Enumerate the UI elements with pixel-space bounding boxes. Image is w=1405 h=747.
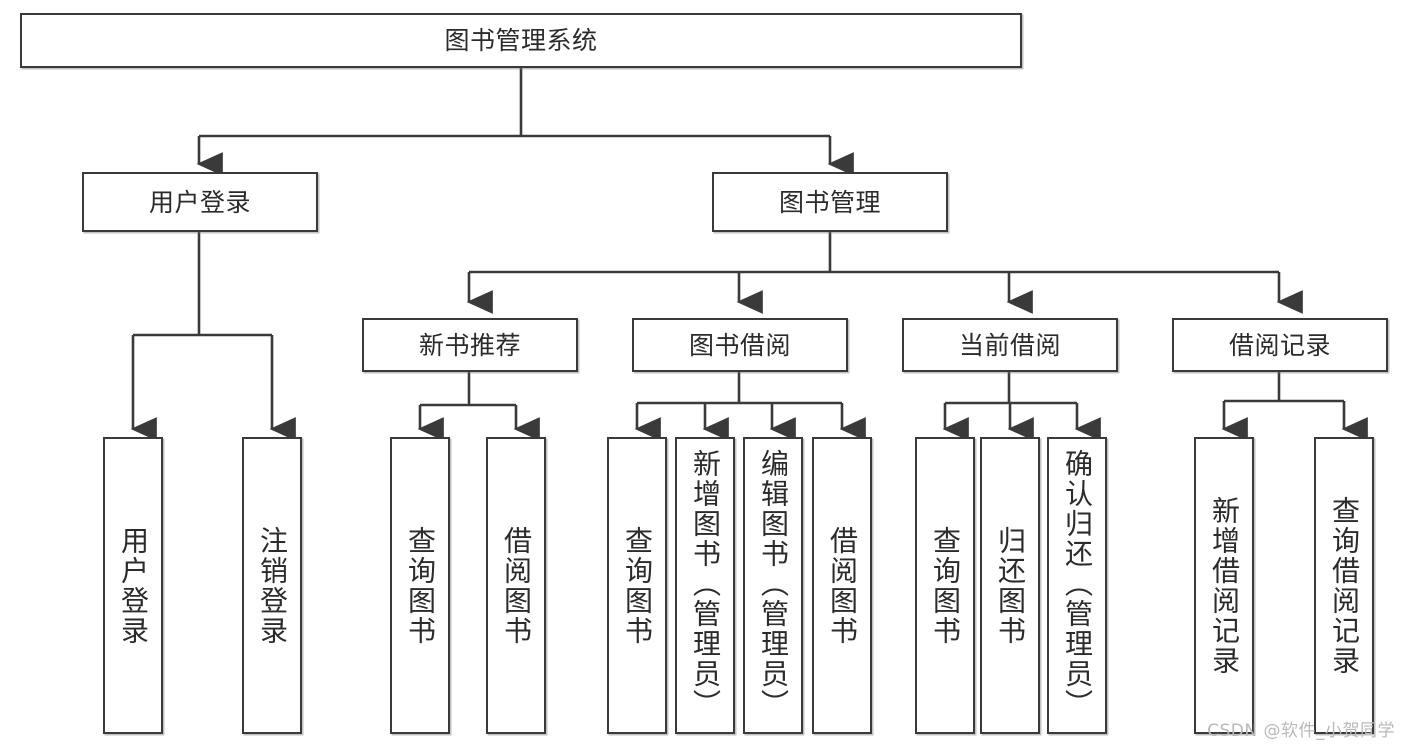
- node-user-login-label: 用户登录: [148, 187, 251, 217]
- node-book-borrow-label: 图书借阅: [688, 330, 791, 360]
- node-leaf-query-record[interactable]: 查询借阅记录: [1314, 437, 1374, 734]
- node-leaf-edit-book[interactable]: 编辑图书（管理员）: [743, 437, 803, 734]
- node-leaf-confirm-return-label: 确认归还（管理员）: [1061, 449, 1094, 719]
- node-leaf-query-book-2[interactable]: 查询图书: [607, 437, 667, 734]
- node-user-login[interactable]: 用户登录: [82, 172, 318, 232]
- node-leaf-query-book-2-label: 查询图书: [621, 525, 654, 646]
- node-book-manage[interactable]: 图书管理: [712, 172, 948, 232]
- node-current-borrow-label: 当前借阅: [958, 330, 1061, 360]
- node-new-book-recommend-label: 新书推荐: [418, 330, 521, 360]
- node-leaf-user-login-label: 用户登录: [117, 525, 150, 646]
- node-leaf-borrow-book-2-label: 借阅图书: [826, 525, 859, 646]
- node-leaf-add-record-label: 新增借阅记录: [1208, 495, 1241, 676]
- node-leaf-query-book-3-label: 查询图书: [929, 525, 962, 646]
- node-leaf-add-book-label: 新增图书（管理员）: [689, 449, 722, 719]
- node-leaf-add-record[interactable]: 新增借阅记录: [1194, 437, 1254, 734]
- node-new-book-recommend[interactable]: 新书推荐: [362, 318, 578, 372]
- node-leaf-logout-login-label: 注销登录: [256, 525, 289, 646]
- node-borrow-record-label: 借阅记录: [1228, 330, 1331, 360]
- node-leaf-edit-book-label: 编辑图书（管理员）: [757, 449, 790, 719]
- node-root[interactable]: 图书管理系统: [20, 13, 1022, 68]
- node-leaf-logout-login[interactable]: 注销登录: [242, 437, 302, 734]
- node-borrow-record[interactable]: 借阅记录: [1172, 318, 1388, 372]
- node-leaf-borrow-book-2[interactable]: 借阅图书: [812, 437, 872, 734]
- node-book-manage-label: 图书管理: [778, 187, 881, 217]
- node-leaf-add-book[interactable]: 新增图书（管理员）: [675, 437, 735, 734]
- node-book-borrow[interactable]: 图书借阅: [632, 318, 848, 372]
- node-root-label: 图书管理系统: [444, 26, 598, 55]
- node-leaf-return-book[interactable]: 归还图书: [980, 437, 1040, 734]
- node-leaf-return-book-label: 归还图书: [994, 525, 1027, 646]
- node-leaf-query-book-1-label: 查询图书: [404, 525, 437, 646]
- csdn-watermark: CSDN @软件_小贺同学: [1207, 721, 1395, 741]
- node-leaf-user-login[interactable]: 用户登录: [103, 437, 163, 734]
- node-current-borrow[interactable]: 当前借阅: [902, 318, 1118, 372]
- node-leaf-query-record-label: 查询借阅记录: [1328, 495, 1361, 676]
- node-leaf-borrow-book-1[interactable]: 借阅图书: [486, 437, 546, 734]
- node-leaf-borrow-book-1-label: 借阅图书: [500, 525, 533, 646]
- node-leaf-query-book-1[interactable]: 查询图书: [390, 437, 450, 734]
- node-leaf-query-book-3[interactable]: 查询图书: [915, 437, 975, 734]
- node-leaf-confirm-return[interactable]: 确认归还（管理员）: [1047, 437, 1107, 734]
